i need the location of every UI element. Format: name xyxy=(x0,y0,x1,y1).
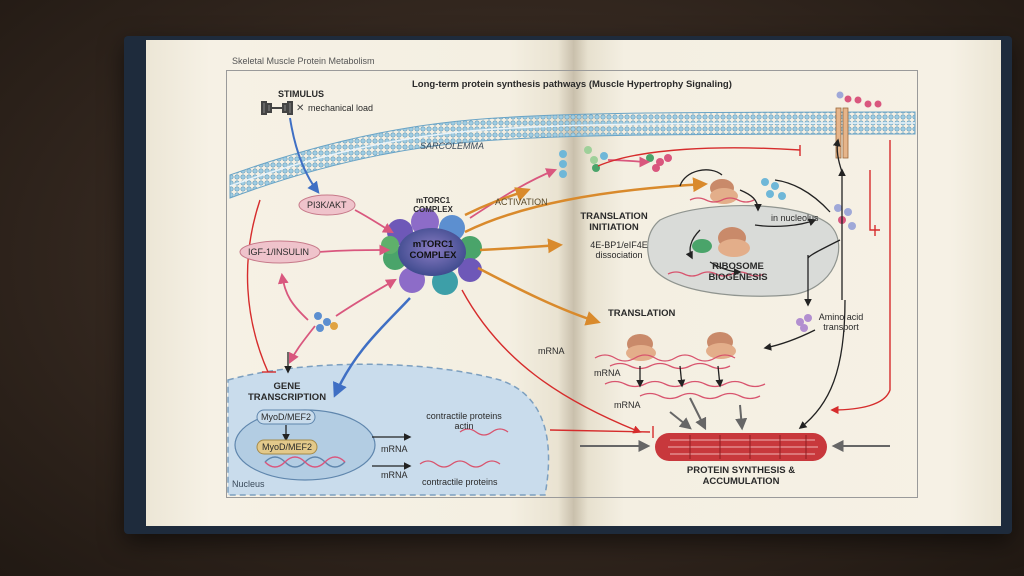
contractile-label-2: contractile proteins xyxy=(422,477,498,487)
myod-capsule-2 xyxy=(256,439,318,455)
ribosome-translation-1 xyxy=(626,334,656,361)
igf-label: IGF-1/INSULIN xyxy=(248,247,310,257)
dissociation-label: 4E-BP1/eIF4E dissociation xyxy=(590,240,648,261)
myod-label-2: MyoD/MEF2 xyxy=(262,442,313,452)
running-header: Skeletal Muscle Protein Metabolism xyxy=(232,56,375,66)
igf-capsule xyxy=(239,240,321,264)
molecule-cluster-top xyxy=(559,91,882,178)
stimulus-heading: STIMULUS xyxy=(278,89,324,99)
pi3k-label: PI3K/AKT xyxy=(307,200,347,210)
amino-acid-transport-label: Amino acid transport xyxy=(818,312,864,333)
dna-helix-icon xyxy=(264,456,346,468)
myod-capsule-1 xyxy=(256,409,316,425)
mrna-label-1: mRNA xyxy=(594,368,621,378)
translation-initiation-label: TRANSLATION INITIATION xyxy=(580,211,648,233)
arrows-blue xyxy=(289,117,411,398)
diagram-title: Long-term protein synthesis pathways (Mu… xyxy=(412,79,732,90)
arrows-red xyxy=(246,140,891,438)
mrna-nuc-label-2: mRNA xyxy=(381,470,408,480)
activation-label: ACTIVATION xyxy=(495,197,548,207)
dumbbell-icon xyxy=(261,101,293,115)
arrows-gray xyxy=(580,397,890,452)
mrna-label-2: mRNA xyxy=(614,400,641,410)
nucleus-label: Nucleus xyxy=(232,479,265,489)
diagram-frame xyxy=(226,70,918,498)
ribosome-nucleolus xyxy=(692,227,750,257)
mrna-label-mid: mRNA xyxy=(538,346,565,356)
sarcolemma-membrane xyxy=(229,111,916,199)
load-x-icon: ✕ xyxy=(296,103,304,114)
in-nucleolus-label: in nucleolus xyxy=(771,213,819,223)
arrows-orange xyxy=(464,177,708,326)
protein-synthesis-label: PROTEIN SYNTHESIS & ACCUMULATION xyxy=(686,465,796,487)
mtorc1-core-label: mTORC1 COMPLEX xyxy=(409,239,457,261)
pi3k-capsule xyxy=(298,194,356,216)
arrows-black xyxy=(282,138,846,470)
muscle-fiber xyxy=(655,433,827,461)
molecule-cluster-left xyxy=(314,312,338,332)
ribosome-top xyxy=(710,179,738,204)
myod-label-1: MyoD/MEF2 xyxy=(261,412,312,422)
stimulus-sublabel: mechanical load xyxy=(308,103,374,113)
translation-label: TRANSLATION xyxy=(608,308,676,319)
nucleus-shape xyxy=(227,363,550,496)
amino-acid-molecules xyxy=(761,178,856,332)
mrna-nuc-label-1: mRNA xyxy=(381,444,408,454)
gene-transcription-label: GENE TRANSCRIPTION xyxy=(247,381,327,403)
arrows-pink xyxy=(277,156,651,364)
mtorc1-label: mTORC1 COMPLEX xyxy=(413,196,453,215)
ribosome-biogenesis-label: RIBOSOME BIOGENESIS xyxy=(708,261,768,283)
sarcolemma-label: SARCOLEMMA xyxy=(420,141,485,151)
contractile-actin-label: contractile proteins actin xyxy=(426,411,502,432)
